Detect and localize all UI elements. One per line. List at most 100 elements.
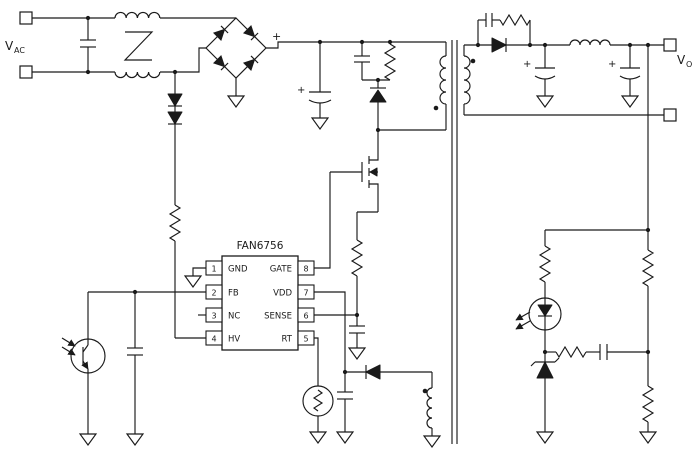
divider-resistor-lower [641, 385, 655, 423]
pin-number-6: 6 [303, 312, 308, 321]
pin-number-7: 7 [303, 289, 308, 298]
shunt-regulator [530, 352, 560, 444]
ground-symbol [126, 429, 144, 446]
hv-diode-1 [167, 93, 183, 107]
vdd-diode [365, 364, 381, 380]
ac-terminal-top [19, 11, 33, 25]
ground-symbol [621, 91, 639, 108]
bridge-rectifier: + [205, 17, 281, 108]
rt-network [302, 337, 334, 444]
pin-name-nc: NC [228, 312, 240, 322]
opto-led-diode [537, 304, 553, 317]
aux-winding [426, 387, 433, 429]
pin-number-3: 3 [211, 312, 216, 321]
ground-symbol [79, 429, 97, 446]
ac-input: V AC [5, 11, 236, 79]
ground-symbol [184, 271, 202, 288]
snubber-resistor [499, 13, 531, 27]
common-mode-choke [114, 11, 161, 79]
ac-terminal-bottom [19, 65, 33, 79]
power-mosfet [330, 130, 379, 213]
comp-resistor [555, 345, 587, 359]
primary-phase-dot [433, 105, 439, 111]
divider-resistor-upper [641, 249, 655, 287]
output-terminals: V O [663, 38, 692, 122]
light-arrow [515, 311, 531, 321]
pin-box-6 [297, 307, 315, 323]
ic-body [221, 255, 299, 351]
output-filter: + + [523, 39, 664, 108]
vac-label: V [5, 39, 14, 53]
ground-symbol [348, 343, 366, 360]
ground-symbol [311, 113, 329, 130]
sense-resistor [350, 239, 364, 277]
shunt-regulator-diode [536, 361, 554, 379]
clamp-resistor [383, 43, 397, 81]
hv-resistor [168, 204, 182, 242]
pin-number-5: 5 [303, 335, 308, 344]
vo-label-sub: O [686, 60, 692, 69]
bridge-plus-label: + [272, 30, 281, 43]
pin-name-rt: RT [282, 335, 293, 345]
output-inductor [569, 39, 611, 46]
secondary-winding [463, 55, 471, 105]
pin-number-4: 4 [211, 335, 216, 344]
hv-startup [167, 69, 206, 339]
vdd-supply [314, 291, 432, 444]
pin-name-hv: HV [228, 335, 240, 345]
pin-box-5 [297, 330, 315, 346]
rt-thermistor-element [312, 389, 324, 412]
ground-symbol [309, 427, 327, 444]
pin-number-8: 8 [303, 265, 308, 274]
ground-symbol [423, 431, 441, 448]
output-rectifier [464, 13, 570, 53]
pin-name-gate: GATE [270, 265, 292, 275]
pin-name-vdd: VDD [273, 289, 292, 299]
vo-terminal-return [663, 108, 677, 122]
vo-label: V [677, 53, 686, 67]
ground-symbol [536, 427, 554, 444]
pin-box-7 [297, 284, 315, 300]
pin-name-gnd: GND [228, 265, 248, 275]
ground-symbol [227, 91, 245, 108]
clamp-diode [369, 89, 387, 103]
pin-name-sense: SENSE [264, 312, 292, 322]
transformer [375, 40, 664, 448]
ic-title: FAN6756 [237, 240, 284, 252]
sense-network [314, 212, 366, 360]
led-bias-resistor [538, 245, 552, 283]
secondary-phase-dot [470, 58, 476, 64]
optocoupler-led [515, 229, 648, 355]
pin-box-8 [297, 260, 315, 276]
rcd-clamp [354, 42, 397, 130]
output-diode [491, 37, 507, 53]
aux-phase-dot [422, 388, 428, 394]
feedback-divider [639, 42, 657, 444]
out-cap2-plus-label: + [608, 59, 616, 70]
bulk-cap-plus-label: + [297, 85, 305, 96]
gate-drive [314, 172, 331, 269]
pin-number-1: 1 [211, 265, 216, 274]
bulk-capacitor: + [297, 42, 332, 130]
out-cap1-plus-label: + [523, 59, 531, 70]
mosfet-body-arrow [369, 167, 378, 177]
vac-label-sub: AC [14, 46, 25, 55]
x-capacitor [80, 15, 96, 75]
light-arrow [61, 337, 76, 347]
choke-core [123, 31, 154, 61]
dc-bus [266, 39, 447, 56]
vo-terminal-positive [663, 38, 677, 52]
primary-winding [439, 55, 447, 105]
pin-number-2: 2 [211, 289, 216, 298]
optocoupler-transistor [61, 292, 106, 446]
hv-diode-2 [167, 111, 183, 125]
ground-symbol [336, 427, 354, 444]
light-arrow [61, 346, 76, 356]
ground-symbol [536, 91, 554, 108]
fb-network [88, 289, 206, 446]
pin-name-fb: FB [228, 289, 239, 299]
compensation-network [545, 344, 648, 360]
pin-box-4 [205, 330, 223, 346]
